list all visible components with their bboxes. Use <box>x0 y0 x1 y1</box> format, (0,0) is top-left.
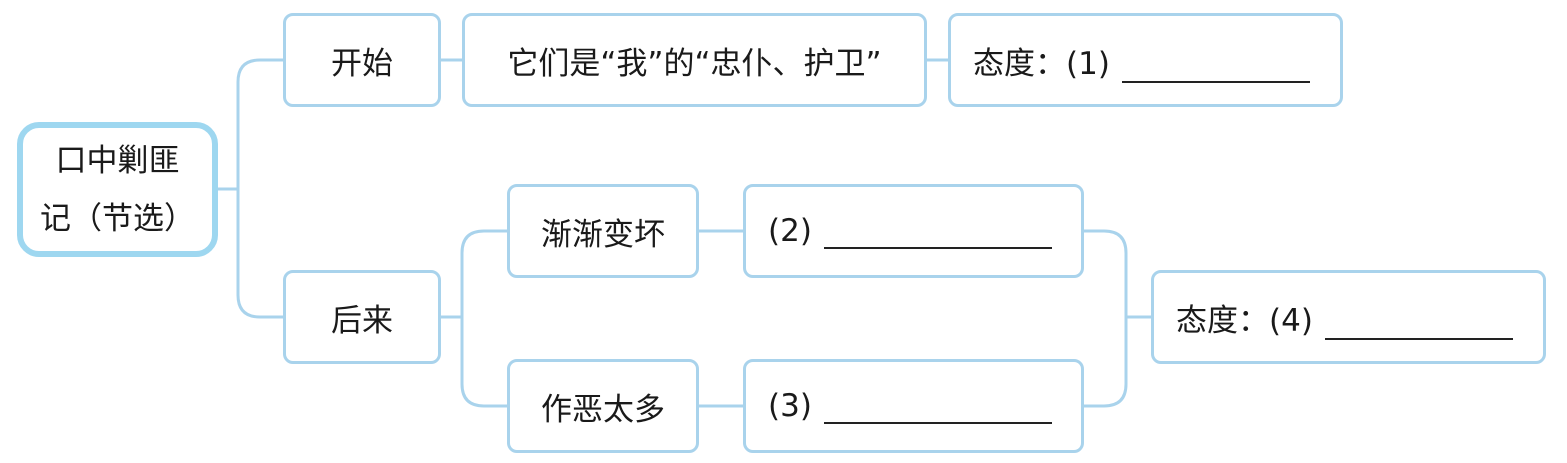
connector-root-trunk <box>216 58 285 319</box>
answer-3-label: (3) <box>768 388 812 424</box>
branch-start-node: 开始 <box>283 13 441 107</box>
answer-blank-4 <box>1324 304 1513 340</box>
root-node: 口中剿匪 记（节选） <box>17 122 218 257</box>
attitude-1-label: 态度：(1) <box>973 45 1110 82</box>
root-title-line1: 口中剿匪 <box>55 142 180 179</box>
sub-gradually-worse-node: 渐渐变坏 <box>507 184 699 278</box>
answer-blank-1 <box>1121 47 1310 83</box>
connector-merge-attitude4 <box>1082 229 1153 408</box>
connector-later-fork <box>439 229 509 408</box>
answer-3-node: (3) <box>743 359 1084 453</box>
answer-blank-2 <box>823 213 1052 249</box>
sub-too-much-evil-node: 作恶太多 <box>507 359 699 453</box>
branch-later-label: 后来 <box>331 302 393 339</box>
start-detail-node: 它们是“我”的“忠仆、护卫” <box>462 13 927 107</box>
branch-start-label: 开始 <box>331 45 393 82</box>
attitude-4-label: 态度：(4) <box>1176 302 1313 339</box>
root-title-line2: 记（节选） <box>40 200 195 237</box>
answer-2-node: (2) <box>743 184 1084 278</box>
sub-too-much-evil-label: 作恶太多 <box>541 391 665 428</box>
sub-gradually-worse-label: 渐渐变坏 <box>541 216 665 253</box>
answer-blank-3 <box>823 388 1052 424</box>
start-detail-text: 它们是“我”的“忠仆、护卫” <box>507 45 882 82</box>
attitude-1-node: 态度：(1) <box>948 13 1343 107</box>
branch-later-node: 后来 <box>283 270 441 364</box>
answer-2-label: (2) <box>768 213 812 249</box>
attitude-4-node: 态度：(4) <box>1151 270 1546 364</box>
